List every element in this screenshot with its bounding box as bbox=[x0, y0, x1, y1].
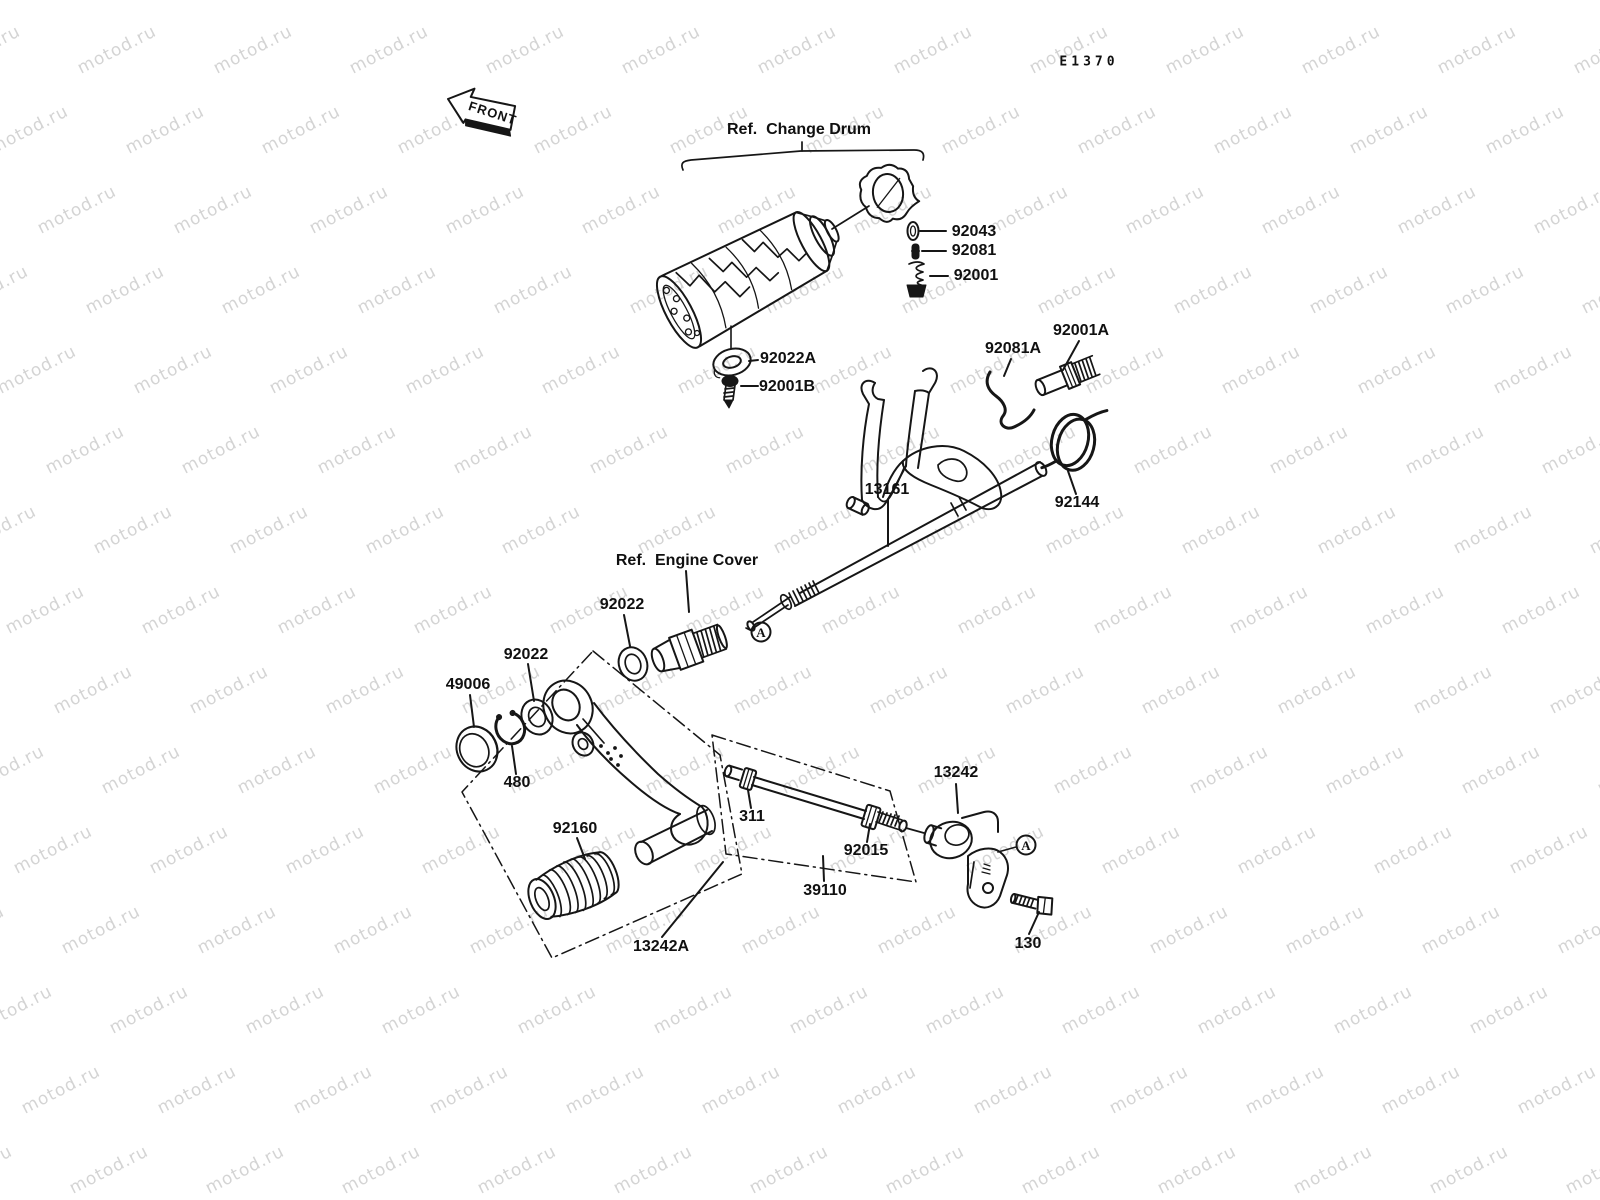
ball-joint-13242 bbox=[923, 810, 1009, 909]
engine-cover-fitting bbox=[650, 623, 728, 673]
torsion-spring-92144 bbox=[1040, 409, 1109, 472]
change-drum-drawing bbox=[655, 211, 840, 349]
circled-a-shaft: A bbox=[756, 625, 766, 640]
phantom-box-tie-rod bbox=[711, 734, 917, 883]
drum-axis-line bbox=[831, 205, 870, 230]
front-arrow: FRONT bbox=[447, 87, 519, 137]
shift-fork-claw bbox=[845, 367, 938, 516]
shift-arm bbox=[882, 445, 1003, 511]
ref-mark-a-shaft: A bbox=[745, 621, 772, 643]
stud-92001a bbox=[1034, 354, 1101, 397]
leader-lines bbox=[469, 230, 1080, 938]
wire-spring-92081a bbox=[985, 370, 1036, 430]
shift-pedal-lever bbox=[542, 679, 716, 866]
phantom-box-pedal bbox=[461, 650, 743, 959]
pedal-rubber-92160 bbox=[527, 851, 620, 920]
shift-cam-star bbox=[858, 163, 921, 223]
o-ring-92022-upper bbox=[617, 646, 649, 682]
screw-92001b bbox=[721, 375, 739, 409]
circlip-480 bbox=[494, 709, 527, 746]
bolt-130 bbox=[1009, 893, 1054, 916]
front-arrow-shape bbox=[447, 87, 517, 131]
pin-92043 bbox=[906, 221, 920, 241]
tie-rod-39110 bbox=[723, 764, 925, 834]
spring-bolt-92001 bbox=[906, 261, 927, 298]
circled-a-joint: A bbox=[1021, 838, 1031, 853]
pin-92081 bbox=[911, 243, 920, 260]
washer-92022a bbox=[712, 347, 752, 379]
ref-mark-a-joint: A bbox=[997, 834, 1037, 856]
nut-311 bbox=[738, 767, 758, 791]
nut-92015 bbox=[860, 803, 882, 831]
change-drum-bracket bbox=[681, 141, 925, 171]
shift-shaft-13161 bbox=[746, 461, 1048, 632]
